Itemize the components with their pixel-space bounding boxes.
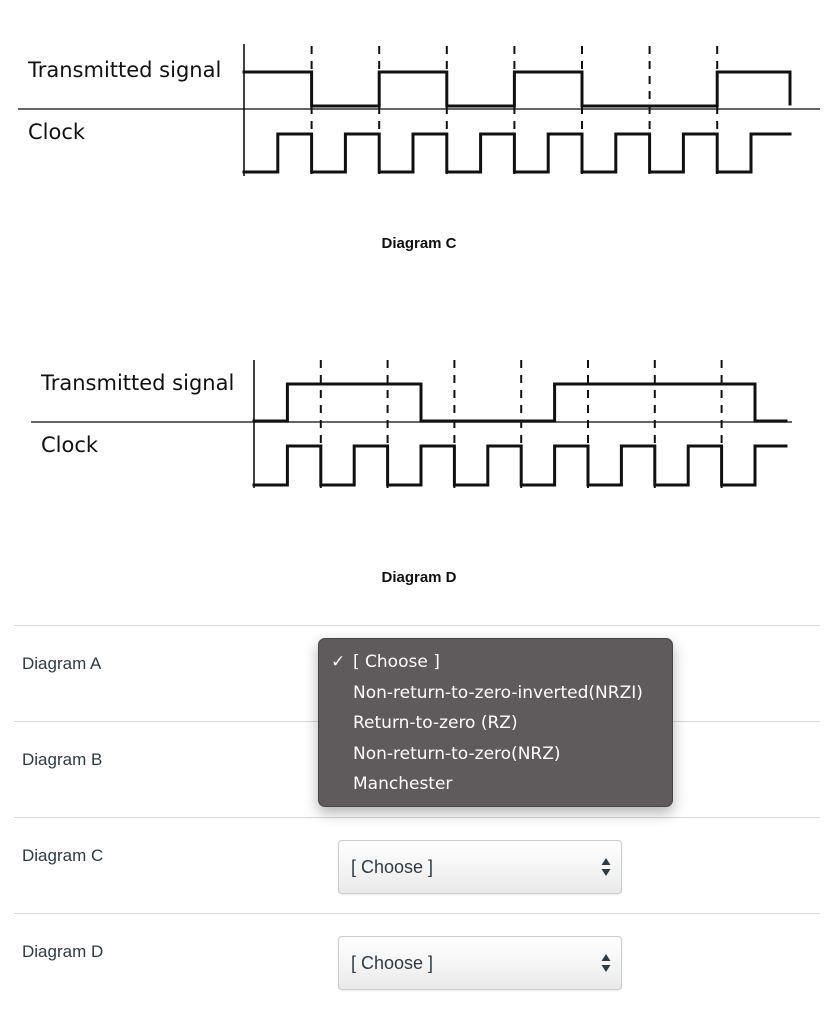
answer-select-diagram-c[interactable]: [ Choose ] [338, 840, 622, 894]
dropdown-option-manchester[interactable]: Manchester [319, 769, 672, 800]
select-value: [ Choose ] [351, 953, 434, 973]
answer-dropdown-diagram-a[interactable]: ✓ [ Choose ] Non-return-to-zero-inverted… [318, 638, 673, 807]
clock-wave [252, 444, 788, 487]
question-row-diagram-d: Diagram D [ Choose ] [14, 913, 820, 1009]
dropdown-option-nrzi[interactable]: Non-return-to-zero-inverted(NRZI) [319, 678, 672, 709]
option-label: Non-return-to-zero(NRZ) [353, 743, 561, 764]
question-row-diagram-c: Diagram C [ Choose ] [14, 817, 820, 913]
question-label: Diagram B [22, 750, 103, 769]
option-label: Return-to-zero (RZ) [353, 713, 518, 733]
signal-label: Transmitted signal [40, 371, 234, 395]
dropdown-option-nrz[interactable]: Non-return-to-zero(NRZ) [319, 739, 672, 770]
signal-label: Transmitted signal [27, 58, 221, 82]
transmitted-signal-wave [252, 382, 788, 423]
dropdown-option-rz[interactable]: Return-to-zero (RZ) [319, 708, 672, 739]
diagram-c-figure: Transmitted signal Clock [18, 44, 820, 176]
question-label: Diagram C [22, 846, 104, 865]
select-value: [ Choose ] [351, 857, 434, 877]
option-label: [ Choose ] [353, 652, 440, 672]
clock-label: Clock [41, 433, 99, 457]
diagram-c-caption: Diagram C [381, 235, 457, 252]
clock-wave [242, 132, 792, 174]
option-label: Non-return-to-zero-inverted(NRZI) [353, 682, 643, 703]
option-label: Manchester [353, 774, 453, 794]
checkmark-icon: ✓ [331, 652, 346, 672]
dropdown-option-choose[interactable]: ✓ [ Choose ] [319, 647, 672, 678]
select-arrows-icon [601, 954, 611, 972]
diagram-d-caption: Diagram D [381, 569, 457, 586]
answer-select-diagram-d[interactable]: [ Choose ] [338, 936, 622, 990]
diagram-d-figure: Transmitted signal Clock [31, 360, 792, 488]
question-label: Diagram D [22, 942, 104, 961]
question-row-diagram-a: Diagram A [14, 625, 820, 721]
transmitted-signal-wave [242, 70, 792, 108]
select-arrows-icon [601, 858, 611, 876]
clock-label: Clock [28, 120, 86, 144]
question-label: Diagram A [22, 654, 102, 673]
